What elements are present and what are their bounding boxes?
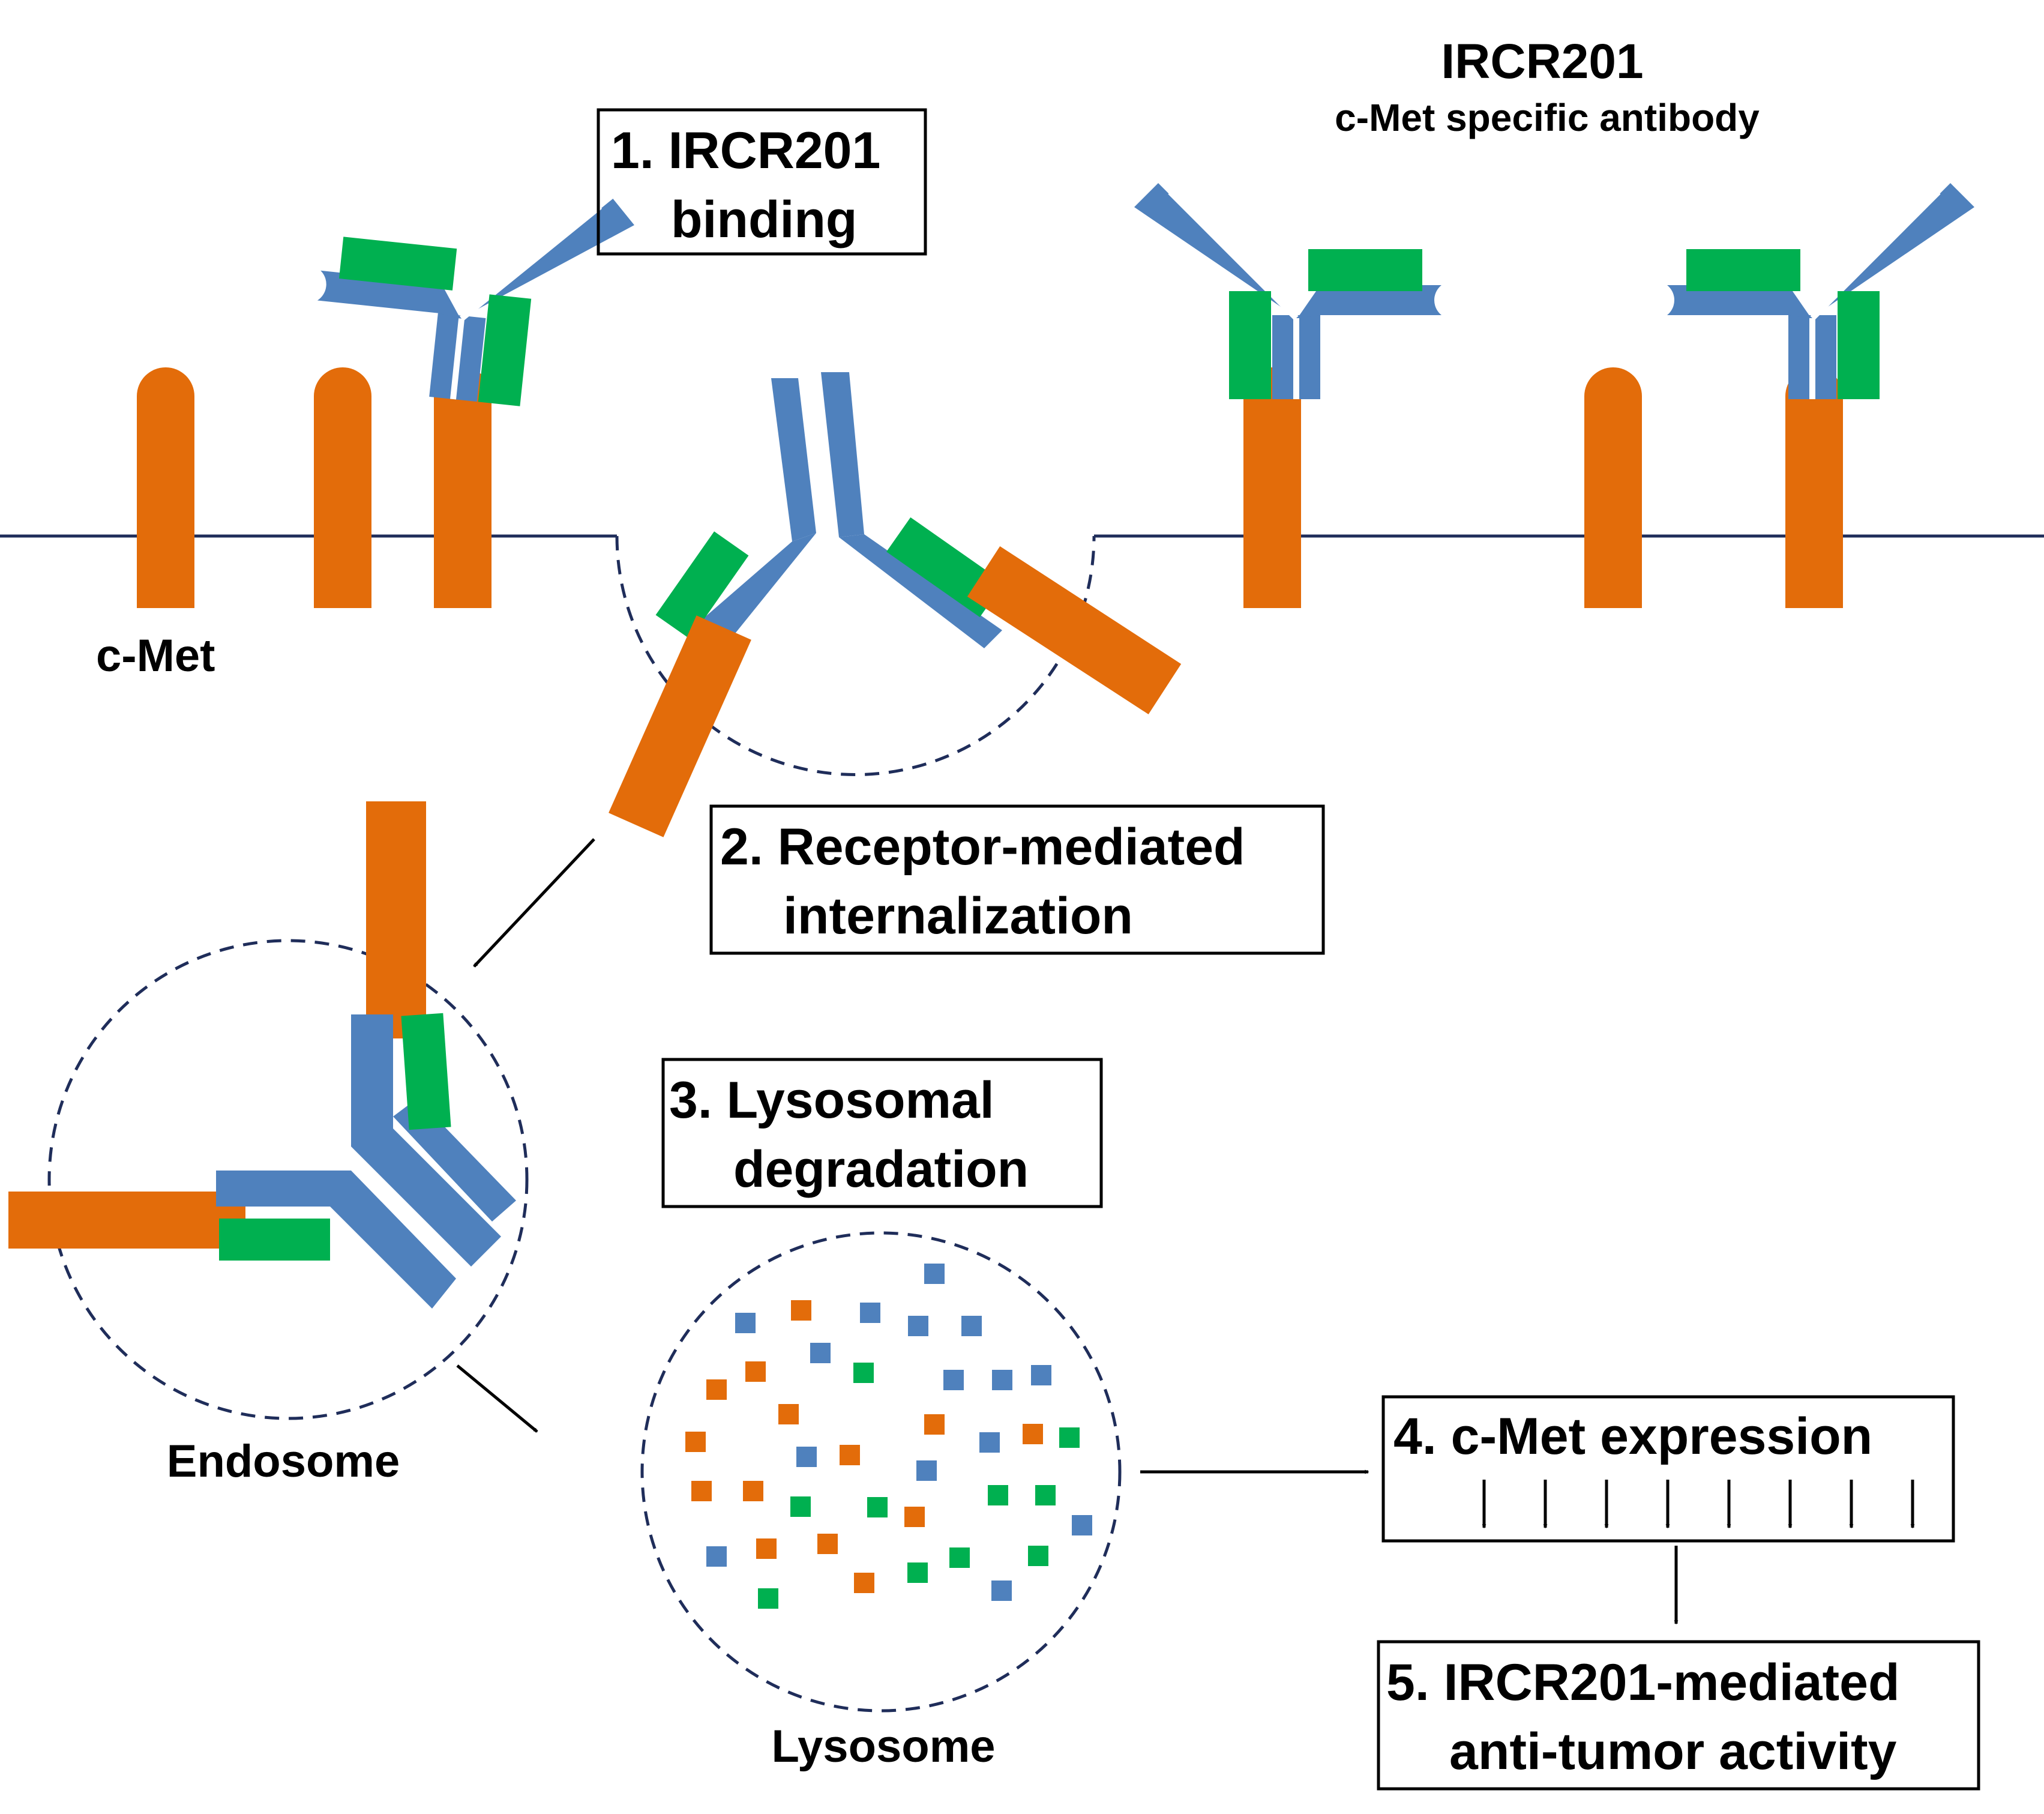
step2-title: 2. Receptor-mediated	[720, 818, 1245, 876]
endosome-label: Endosome	[167, 1436, 400, 1487]
internalizing-complex	[609, 372, 1182, 837]
arrow-to-endosome	[473, 838, 595, 968]
endosome	[8, 801, 529, 1420]
step2-box: 2. Receptor-mediated internalization	[709, 804, 1325, 955]
step5-box: 5. IRCR201-mediated anti-tumor activity	[1377, 1640, 1980, 1791]
step4-title: 4. c-Met expression	[1393, 1408, 1872, 1465]
antibody-title: IRCR201	[1441, 34, 1643, 89]
arrow-to-lysosome	[456, 1364, 538, 1433]
step1-title: 1. IRCR201	[611, 122, 880, 179]
cmet-receptor-group-right	[1243, 367, 1843, 608]
step2-subtitle: internalization	[783, 887, 1133, 945]
step1-subtitle: binding	[671, 191, 857, 249]
step3-box: 3. Lysosomal degradation	[661, 1058, 1103, 1208]
step5-title: 5. IRCR201-mediated	[1386, 1654, 1900, 1711]
expression-down-arrows	[1482, 1480, 1915, 1529]
step1-box: 1. IRCR201 binding	[597, 108, 927, 256]
step3-title: 3. Lysosomal	[669, 1071, 994, 1129]
lysosome	[640, 1231, 1122, 1713]
step5-subtitle: anti-tumor activity	[1449, 1723, 1897, 1780]
process-arrows	[456, 838, 1679, 1625]
step4-box: 4. c-Met expression	[1381, 1395, 1955, 1543]
antibody-subtitle: c-Met specific antibody	[1335, 96, 1760, 139]
antibody-right-1	[1134, 183, 1473, 399]
cmet-receptor-group-left	[137, 367, 491, 608]
cmet-label: c-Met	[96, 630, 215, 681]
step3-subtitle: degradation	[733, 1141, 1029, 1198]
antibody-right-2	[1636, 183, 1974, 399]
lysosome-label: Lysosome	[771, 1721, 995, 1772]
